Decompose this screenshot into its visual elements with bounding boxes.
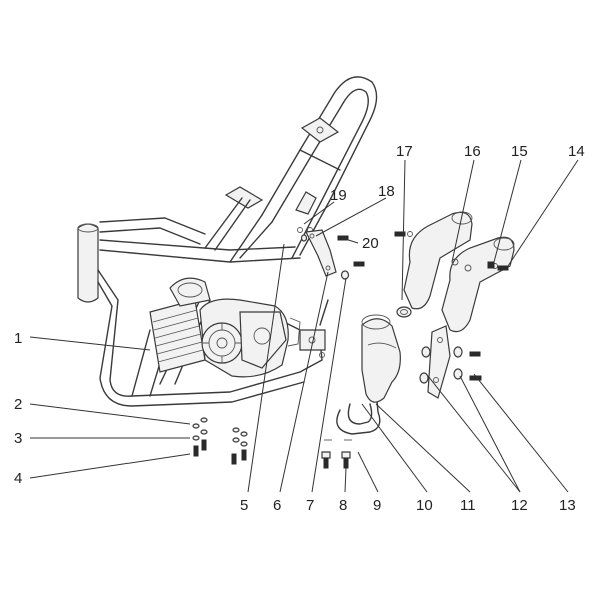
callout-1: 1 <box>14 330 22 347</box>
callout-17: 17 <box>396 143 413 160</box>
callout-13: 13 <box>559 497 576 514</box>
callout-7: 7 <box>306 497 314 514</box>
callout-8: 8 <box>339 497 347 514</box>
callout-6: 6 <box>273 497 281 514</box>
leader-lines <box>29 159 579 493</box>
callout-14: 14 <box>568 143 585 160</box>
callout-12: 12 <box>511 497 528 514</box>
callout-3: 3 <box>14 430 22 447</box>
callout-11: 11 <box>460 497 476 514</box>
callout-labels: 1 2 3 4 5 6 7 8 9 10 11 12 13 14 15 16 1… <box>14 143 585 514</box>
callout-19: 19 <box>330 187 347 204</box>
callout-20: 20 <box>362 235 379 252</box>
callout-10: 10 <box>416 497 433 514</box>
callout-16: 16 <box>464 143 481 160</box>
callout-15: 15 <box>511 143 528 160</box>
callout-9: 9 <box>373 497 381 514</box>
exhaust-system <box>336 211 515 435</box>
callout-5: 5 <box>240 497 248 514</box>
callout-18: 18 <box>378 183 395 200</box>
callout-2: 2 <box>14 396 22 413</box>
callout-4: 4 <box>14 470 22 487</box>
mount-bracket <box>295 191 365 280</box>
engine <box>149 277 301 378</box>
loose-fasteners <box>192 417 352 469</box>
